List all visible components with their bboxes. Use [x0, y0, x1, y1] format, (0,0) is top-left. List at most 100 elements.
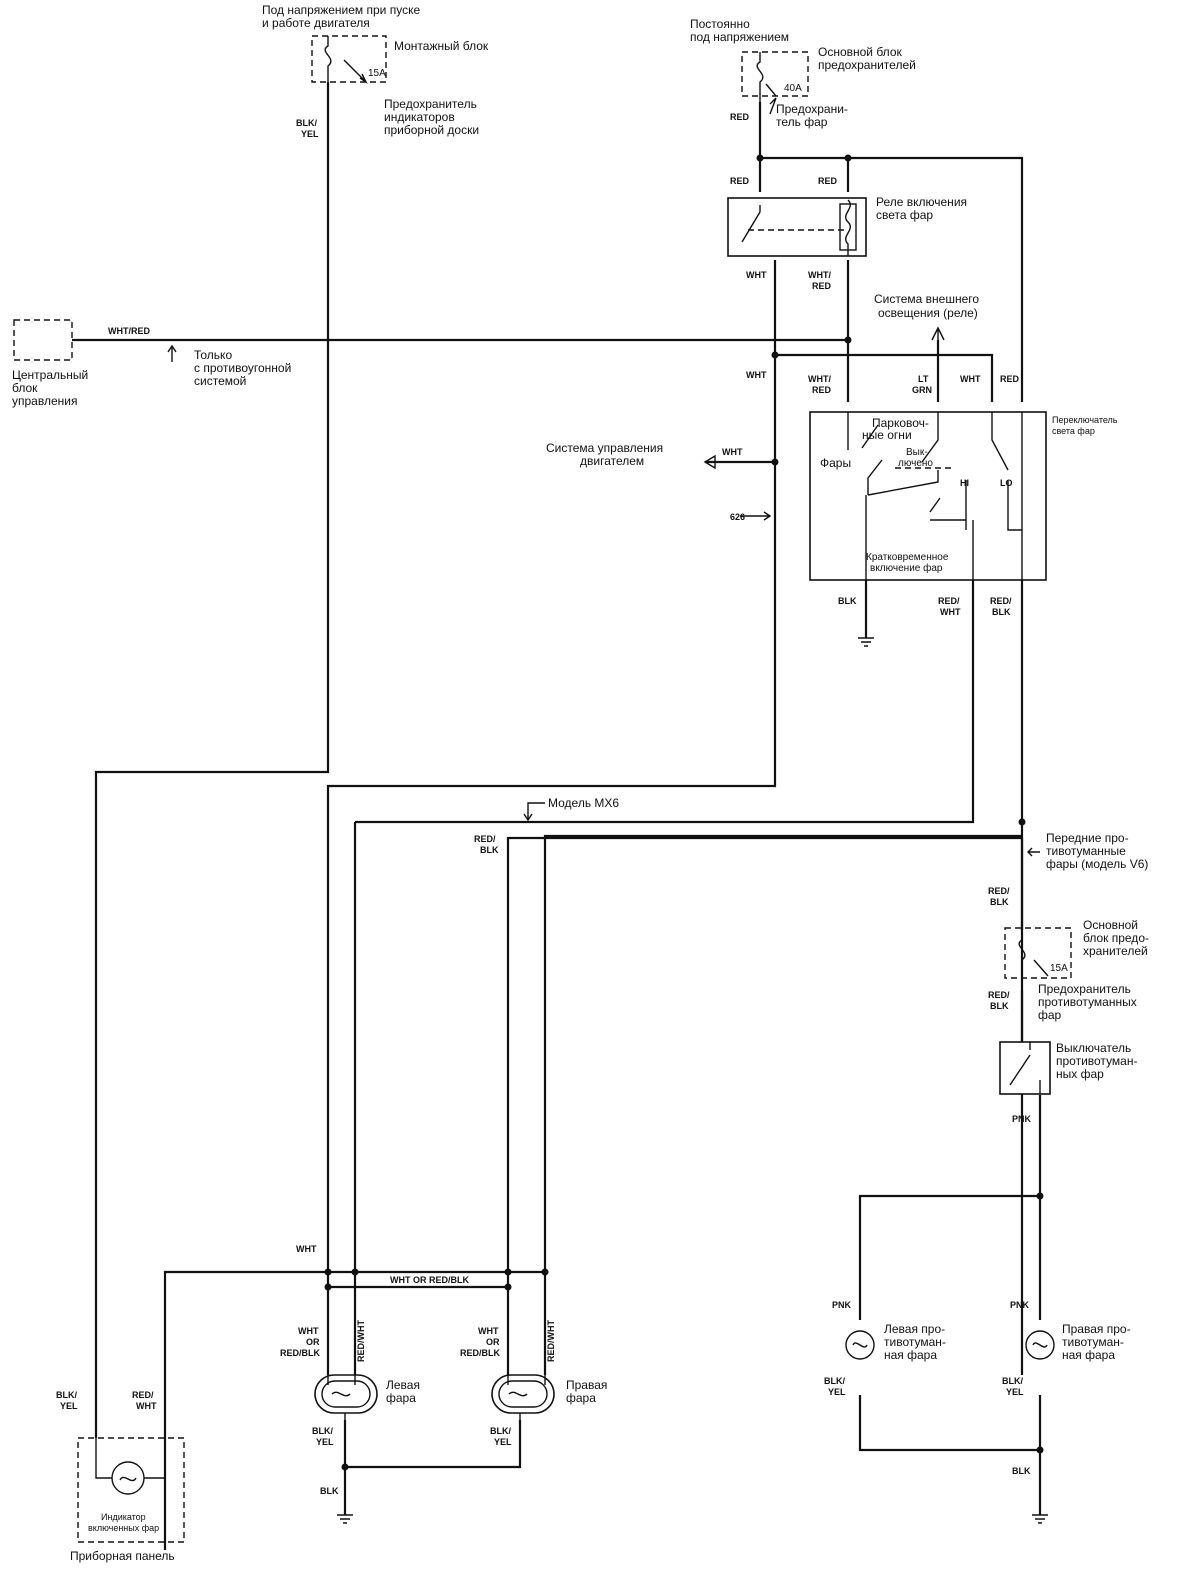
right-fog-lamp [1025, 1330, 1055, 1360]
wire-label: BLK/ [824, 1376, 845, 1386]
arrows [167, 97, 1040, 857]
wire-label: YEL [1006, 1387, 1024, 1397]
wire-label: LT [918, 374, 929, 384]
engine-control-label: Система управления [546, 441, 663, 455]
fuse-40a-label: 40A [784, 83, 802, 94]
wire-label: OR [486, 1337, 500, 1347]
fog-switch-label-3: ных фар [1056, 1067, 1104, 1081]
fog-switch [999, 1041, 1051, 1095]
wire-label: RED/ [990, 596, 1012, 606]
headlight-relay-label: Реле включения [876, 195, 967, 209]
indicator-label-2: включенных фар [88, 1523, 159, 1533]
wire-label: BLK/ [56, 1390, 77, 1400]
wire-label: WHT/ [808, 270, 831, 280]
wire-label: WHT OR RED/BLK [390, 1275, 469, 1285]
anti-theft-label-2: с противоугонной [194, 361, 291, 375]
wire-label: BLK [990, 1001, 1009, 1011]
wire-label: WHT/ [808, 374, 831, 384]
wire-label: BLK/ [490, 1426, 511, 1436]
headlights-label: Фары [820, 456, 851, 470]
main-fuse-block2-label-2: блок предо- [1083, 931, 1149, 945]
wire-label: BLK [320, 1486, 339, 1496]
junctions [324, 154, 1044, 1471]
parking-lights-label-2: ные огни [862, 428, 912, 442]
wire-red-blk-mx6 [506, 836, 1022, 1375]
wire-label: PNK [1012, 1114, 1032, 1124]
right-fog-label: Правая про- [1062, 1322, 1131, 1336]
wire-label: RED/ [938, 596, 960, 606]
lo-label: LO [1000, 478, 1013, 488]
wire-red-blk-right [543, 834, 1022, 1375]
headlight-switch-label-2: света фар [1052, 426, 1095, 436]
wire-label: WHT [940, 607, 961, 617]
wire-label: WHT [298, 1326, 319, 1336]
wire-label: RED [730, 112, 750, 122]
left-headlamp [314, 1374, 378, 1420]
wire-label: YEL [301, 129, 319, 139]
dash-fuse-label-3: приборной доски [384, 123, 479, 137]
flash-label: Кратковременное [866, 552, 949, 563]
wire-label: RED [812, 281, 832, 291]
ignition-power-label-2: и работе двигателя [262, 16, 370, 30]
left-headlamp-label-2: фара [386, 1391, 416, 1405]
ground-icons [337, 637, 1048, 1524]
left-fog-lamp [845, 1330, 875, 1360]
anti-theft-label: Только [194, 348, 232, 362]
wire-label: RED [1000, 374, 1020, 384]
headlight-fuse-label-2: тель фар [776, 115, 828, 129]
front-fog-label-3: фары (модель V6) [1046, 857, 1148, 871]
flash-label-2: включение фар [870, 562, 943, 574]
main-fuse-block-label-2: предохранителей [818, 58, 916, 72]
fuse-icon [324, 36, 332, 82]
dash-fuse-label: Предохранитель [384, 97, 477, 111]
wire-label: GRN [912, 385, 932, 395]
hi-label: HI [960, 478, 969, 488]
relay-contact [741, 205, 761, 243]
left-headlamp-label: Левая [386, 1378, 420, 1392]
fuse-15a-fog-label: 15A [1050, 963, 1068, 974]
junction-block-label: Монтажный блок [394, 39, 489, 53]
wire-blk-fog-ground [858, 1395, 1042, 1515]
wire-label: WHT [722, 447, 743, 457]
off-label: Вык- [906, 447, 928, 458]
wire-label: BLK [480, 845, 499, 855]
fog-switch-label-2: противотуман- [1056, 1054, 1137, 1068]
fog-fuse-label: Предохранитель [1038, 982, 1131, 996]
left-fog-label-2: тивотуман- [884, 1335, 946, 1349]
wire-label: WHT [960, 374, 981, 384]
fog-fuse-label-3: фар [1038, 1008, 1062, 1022]
left-fog-label: Левая про- [884, 1322, 945, 1336]
main-fuse-block2-label-3: хранителей [1083, 944, 1148, 958]
wire-wht-switch [775, 353, 994, 402]
right-headlamp-label: Правая [566, 1378, 607, 1392]
wire-label: RED/ [132, 1390, 154, 1400]
front-fog-label: Передние про- [1046, 831, 1129, 845]
fog-fuse-label-2: противотуманных [1038, 995, 1137, 1009]
exterior-lighting-label-2: освещения (реле) [878, 306, 978, 320]
wire-label: WHT [478, 1326, 499, 1336]
wire-label: BLK/ [312, 1426, 333, 1436]
wire-label: YEL [60, 1401, 78, 1411]
wire-label: RED/BLK [280, 1348, 320, 1358]
headlight-switch-label: Переключатель [1052, 415, 1118, 425]
headlight-switch [809, 411, 1047, 581]
wire-label: WHT [136, 1401, 157, 1411]
wire-label: WHT [296, 1244, 317, 1254]
headlight-fuse-label: Предохрани- [776, 102, 848, 116]
fuse-icon [1018, 930, 1026, 990]
wire-label: OR [306, 1337, 320, 1347]
front-fog-label-2: тивотуманные [1046, 844, 1126, 858]
wire-label: PNK [832, 1300, 852, 1310]
always-power-label: Постоянно [690, 17, 750, 31]
wire-label: BLK/ [1002, 1376, 1023, 1386]
wire-label: RED [812, 385, 832, 395]
main-fuse-block2-label: Основной [1083, 918, 1138, 932]
right-fog-label-2: тивотуман- [1062, 1335, 1124, 1349]
fog-switch-label: Выключатель [1056, 1041, 1131, 1055]
wire-label: BLK/ [296, 118, 317, 128]
wire-wht-headlamps [326, 260, 777, 1375]
anti-theft-label-3: системой [194, 374, 246, 388]
headlight-relay [727, 197, 867, 257]
